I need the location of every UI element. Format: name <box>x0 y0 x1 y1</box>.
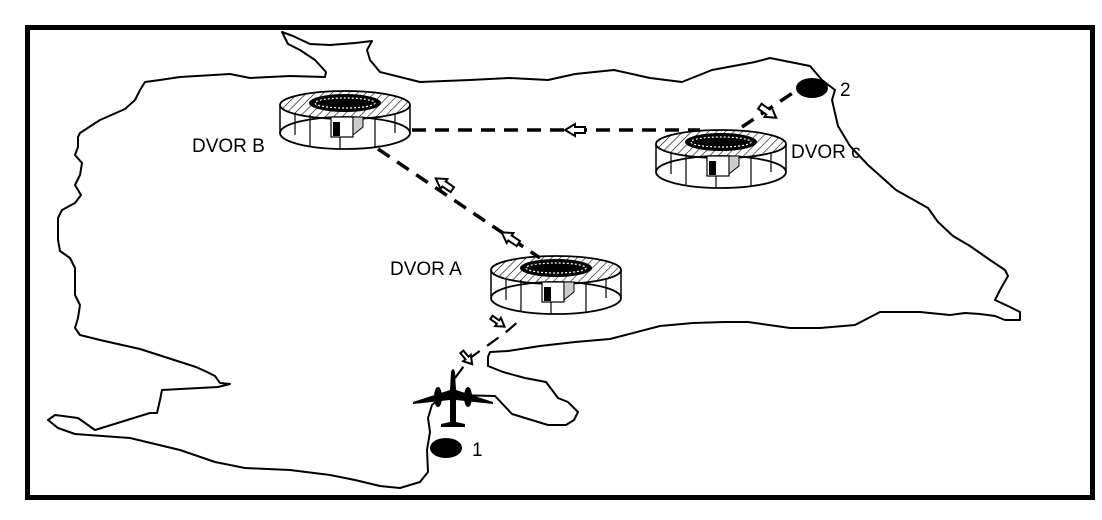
waypoint-2-label: 2 <box>840 80 851 101</box>
dvor-c-label: DVOR c <box>791 142 861 163</box>
dvor-a-station: DVOR A <box>390 255 622 315</box>
figure-frame <box>25 25 1095 500</box>
route-arrow-icon <box>434 177 456 194</box>
route-arrow-icon <box>756 102 778 119</box>
dvor-antenna-icon <box>279 90 411 150</box>
dvor-b-station: DVOR B <box>192 90 411 157</box>
dvor-a-label: DVOR A <box>390 259 462 280</box>
route-arrow-icon <box>488 314 507 328</box>
route-arrow-icon <box>563 122 586 138</box>
dvor-b-label: DVOR B <box>192 136 265 157</box>
waypoint-1: 1 <box>430 438 483 461</box>
aircraft-icon <box>413 369 493 427</box>
coastline <box>47 31 1021 489</box>
dvor-antenna-icon <box>655 129 787 189</box>
waypoint-dot-icon <box>796 78 828 98</box>
route-arrow-icon <box>500 231 522 248</box>
waypoint-dot-icon <box>430 438 462 458</box>
route-aircraft-dvora <box>454 319 521 379</box>
dvor-antenna-icon <box>490 255 622 315</box>
waypoint-1-label: 1 <box>472 440 483 461</box>
route-arrow-icon <box>458 349 474 366</box>
waypoint-2: 2 <box>796 78 851 101</box>
dvor-c-station: DVOR c <box>655 129 861 189</box>
